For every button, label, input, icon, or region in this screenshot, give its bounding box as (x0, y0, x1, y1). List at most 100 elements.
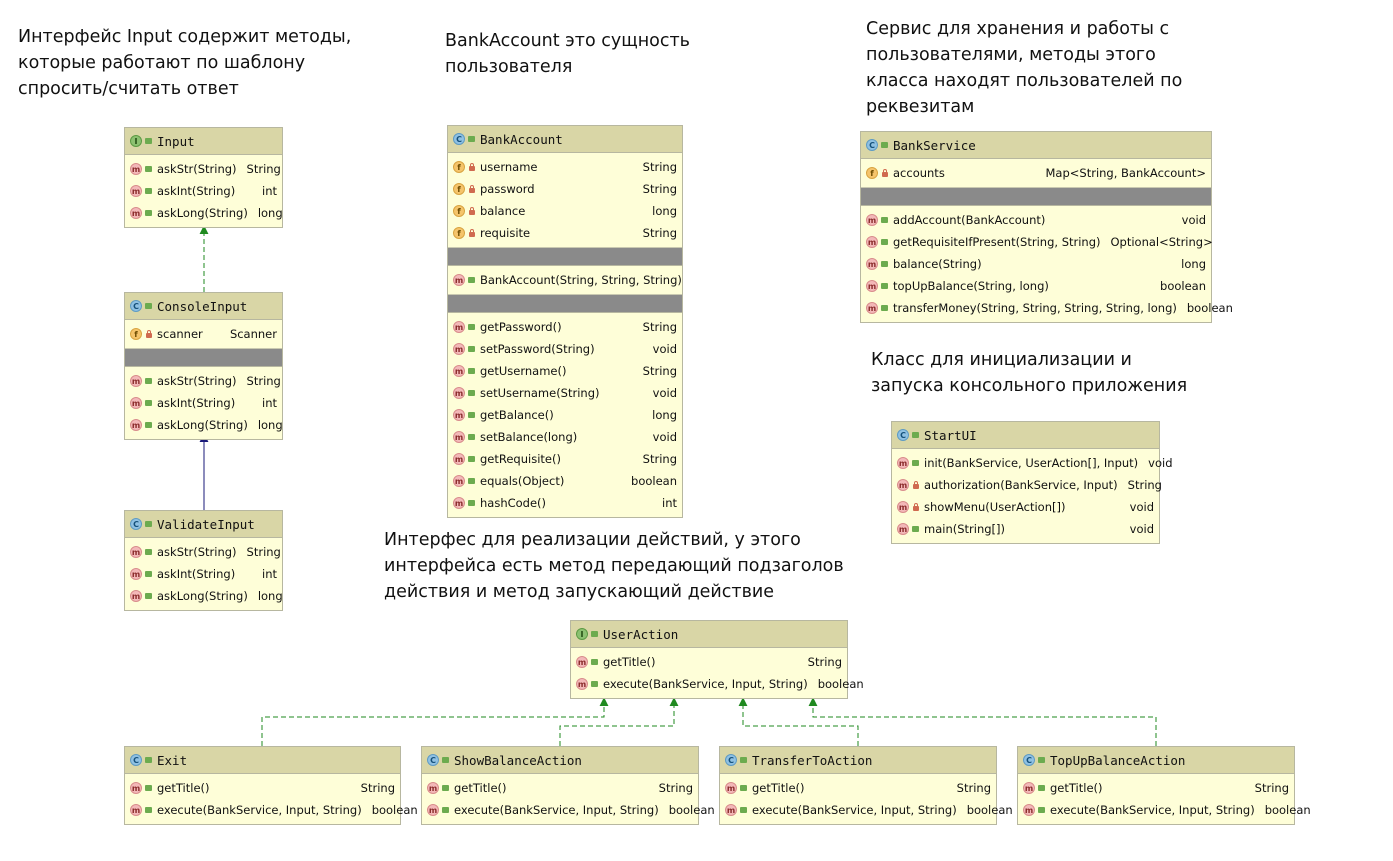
member-type: void (1129, 500, 1154, 514)
field-icon: f (453, 161, 465, 173)
public-visibility-icon (145, 548, 153, 556)
method-icon: m (130, 163, 142, 175)
member-name: execute(BankService, Input, String) (1050, 803, 1255, 817)
method-icon: m (427, 804, 439, 816)
class-name: Exit (157, 752, 188, 768)
method-icon: m (130, 397, 142, 409)
member-name: execute(BankService, Input, String) (454, 803, 659, 817)
member-name: getBalance() (480, 408, 554, 422)
class-name: UserAction (603, 626, 679, 642)
member-name: transferMoney(String, String, String, St… (893, 301, 1177, 315)
class-header: C BankAccount (448, 126, 682, 153)
empty-section (125, 349, 282, 367)
public-visibility-icon (468, 276, 476, 284)
class-name: BankAccount (480, 131, 563, 147)
method-icon: m (866, 258, 878, 270)
member-type: int (262, 184, 277, 198)
public-visibility-icon (740, 784, 748, 792)
public-visibility-icon (881, 216, 889, 224)
member-type: long (257, 589, 283, 603)
member-name: execute(BankService, Input, String) (603, 677, 808, 691)
class-name: Input (157, 133, 195, 149)
method-row: m getTitle() String (720, 777, 996, 799)
member-type: String (1254, 781, 1289, 795)
member-type: long (652, 408, 677, 422)
public-visibility-icon (591, 658, 599, 666)
empty-section (448, 248, 682, 266)
member-type: String (642, 320, 677, 334)
class-header: C ShowBalanceAction (422, 747, 698, 774)
member-type: String (360, 781, 395, 795)
member-name: askInt(String) (157, 184, 236, 198)
private-visibility-icon (145, 330, 153, 338)
public-visibility-icon (442, 784, 450, 792)
private-visibility-icon (912, 503, 920, 511)
member-type: String (1127, 478, 1162, 492)
member-name: getTitle() (454, 781, 507, 795)
member-type: String (642, 452, 677, 466)
method-icon: m (725, 782, 737, 794)
method-icon: m (453, 497, 465, 509)
member-name: getTitle() (752, 781, 805, 795)
empty-section (861, 188, 1211, 206)
public-visibility-icon (881, 238, 889, 246)
member-name: equals(Object) (480, 474, 565, 488)
member-name: addAccount(BankAccount) (893, 213, 1046, 227)
method-icon: m (453, 475, 465, 487)
member-type: String (246, 545, 281, 559)
member-name: getRequisiteIfPresent(String, String) (893, 235, 1101, 249)
member-type: String (956, 781, 991, 795)
field-icon: f (453, 183, 465, 195)
method-icon: m (427, 782, 439, 794)
method-icon: m (453, 453, 465, 465)
member-name: askStr(String) (157, 545, 237, 559)
public-visibility-icon (145, 209, 153, 217)
member-name: askStr(String) (157, 162, 237, 176)
member-name: askLong(String) (157, 206, 248, 220)
class-header: C ValidateInput (125, 511, 282, 538)
member-name: topUpBalance(String, long) (893, 279, 1049, 293)
member-type: boolean (1186, 301, 1233, 315)
class-icon: C (725, 754, 737, 766)
interface-icon: I (576, 628, 588, 640)
class-icon: C (130, 300, 142, 312)
member-type: int (262, 396, 277, 410)
member-type: boolean (371, 803, 418, 817)
member-type: void (1129, 522, 1154, 536)
